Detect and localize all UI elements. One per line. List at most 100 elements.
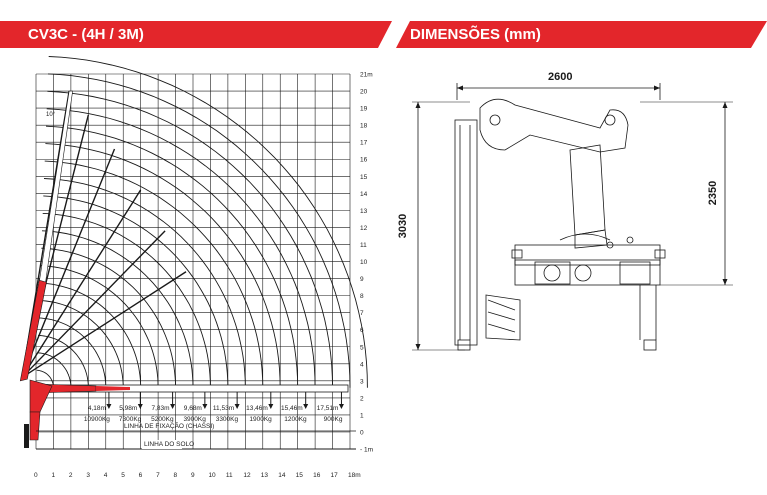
x-tick-label: 1 (51, 472, 55, 479)
reach-label: 15,46m (281, 405, 303, 412)
y-tick-label: 7 (360, 310, 364, 317)
boom-base-section (19, 278, 47, 382)
y-tick-label: 10 (360, 259, 368, 266)
y-tick-label: 6 (360, 327, 364, 334)
reach-arc (41, 230, 194, 388)
ground-line-label: LINHA DO SOLO (144, 441, 194, 448)
reach-arc (39, 282, 142, 388)
chart-title: CV3C - (4H / 3M) (28, 26, 144, 43)
y-tick-label: 15 (360, 174, 368, 181)
reach-arc (47, 73, 351, 388)
x-tick-label: 10 (208, 472, 216, 479)
x-tick-label: 11 (226, 472, 233, 479)
capacity-label: 3900Kg (183, 416, 206, 423)
y-tick-label: 11 (360, 242, 367, 249)
y-tick-label: 12 (360, 225, 368, 232)
reach-arrowhead (137, 404, 143, 409)
fixation-line-label: LINHA DE FIXAÇÃO (CHASSI) (124, 421, 214, 430)
reach-label: 5,98m (119, 405, 137, 412)
x-tick-label: 14 (278, 472, 286, 479)
y-tick-label: 17 (360, 140, 368, 147)
x-tick-label: 6 (139, 472, 143, 479)
y-tick-label: 14 (360, 191, 368, 198)
dimensions-title-banner: DIMENSÕES (mm) (396, 21, 767, 48)
dim-width-label: 2600 (548, 71, 572, 83)
y-tick-label: 2 (360, 395, 364, 402)
x-tick-label: 8 (174, 472, 178, 479)
reach-arc (38, 317, 107, 388)
reach-arc (44, 160, 264, 388)
y-tick-label: 19 (360, 106, 368, 113)
x-tick-label: 9 (191, 472, 195, 479)
reach-arc (40, 265, 159, 388)
reach-label: 4,18m (88, 405, 106, 412)
capacity-label: 7300Kg (119, 416, 142, 423)
x-tick-label: 13 (261, 472, 269, 479)
y-tick-label: - 1m (360, 447, 373, 454)
boom-line (21, 230, 166, 378)
y-tick-label: 5 (360, 344, 364, 351)
x-tick-label: 18m (348, 472, 361, 479)
boom-line (21, 189, 142, 378)
reach-arrowhead (338, 404, 344, 409)
x-tick-label: 7 (156, 472, 160, 479)
reach-arrowhead (268, 404, 274, 409)
y-tick-label: 13 (360, 208, 368, 215)
chart-title-banner: CV3C - (4H / 3M) (0, 21, 392, 48)
reach-label: 9,68m (184, 405, 202, 412)
reach-arc (36, 369, 54, 388)
x-tick-label: 12 (243, 472, 251, 479)
reach-arc (41, 247, 177, 388)
x-tick-label: 3 (86, 472, 90, 479)
reach-label: 7,83m (152, 405, 170, 412)
x-tick-label: 0 (34, 472, 38, 479)
y-tick-label: 0 (360, 430, 364, 437)
boom-positions (19, 90, 187, 382)
capacity-label: 1200Kg (284, 416, 307, 423)
capacity-label: 900Kg (324, 416, 343, 423)
x-tick-label: 5 (121, 472, 125, 479)
y-tick-label: 21m (360, 72, 373, 79)
x-tick-label: 17 (331, 472, 339, 479)
y-tick-label: 3 (360, 378, 364, 385)
y-tick-label: 8 (360, 293, 364, 300)
crane-dimension-drawing (412, 83, 733, 351)
reach-arc (47, 90, 334, 388)
horizontal-boom (24, 379, 349, 448)
reach-arc (42, 212, 211, 388)
capacity-label: 3300Kg (216, 416, 239, 423)
reach-arc (37, 334, 89, 388)
y-tick-label: 20 (360, 89, 368, 96)
boom-line (21, 148, 116, 378)
capacity-label: 1900Kg (249, 416, 272, 423)
y-tick-label: 9 (360, 276, 364, 283)
reach-arrowhead (303, 404, 309, 409)
reach-arc (45, 143, 281, 388)
x-tick-label: 16 (313, 472, 321, 479)
x-tick-label: 15 (296, 472, 304, 479)
y-tick-label: 16 (360, 157, 368, 164)
y-tick-label: 4 (360, 361, 364, 368)
y-tick-label: 18 (360, 123, 368, 130)
boom-extension (39, 90, 73, 283)
reach-label: 13,46m (246, 405, 268, 412)
boom-line (21, 271, 187, 379)
reach-arrows (106, 392, 344, 409)
dim-height-top-label: 2350 (707, 181, 719, 205)
reach-arrowhead (170, 404, 176, 409)
reach-arc (43, 178, 246, 388)
reach-arc (45, 125, 299, 388)
x-tick-label: 2 (69, 472, 73, 479)
reach-arc (48, 56, 368, 388)
dimensions-title: DIMENSÕES (mm) (410, 26, 541, 43)
reach-arcs (36, 56, 368, 388)
reach-label: 17,51m (317, 405, 339, 412)
reach-arrowhead (202, 404, 208, 409)
reach-arc (37, 352, 72, 388)
y-tick-label: 1 (360, 412, 364, 419)
capacity-label: 5200Kg (151, 416, 174, 423)
